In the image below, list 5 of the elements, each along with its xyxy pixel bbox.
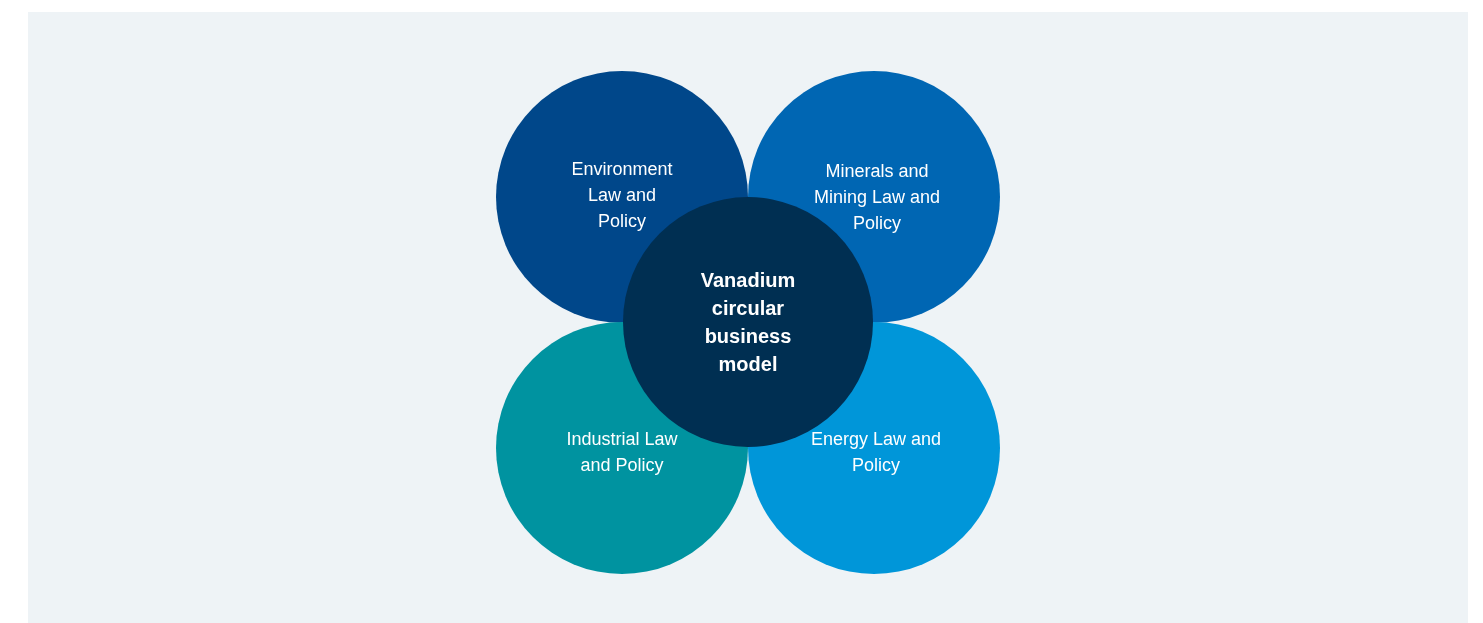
circle-label: Vanadium circular business model <box>699 268 797 377</box>
circle-label: Environment Law and Policy <box>570 158 674 233</box>
circle-label: Energy Law and Policy <box>809 428 943 477</box>
circle-label: Minerals and Mining Law and Policy <box>812 160 942 235</box>
circle-label: Industrial Law and Policy <box>565 428 679 477</box>
